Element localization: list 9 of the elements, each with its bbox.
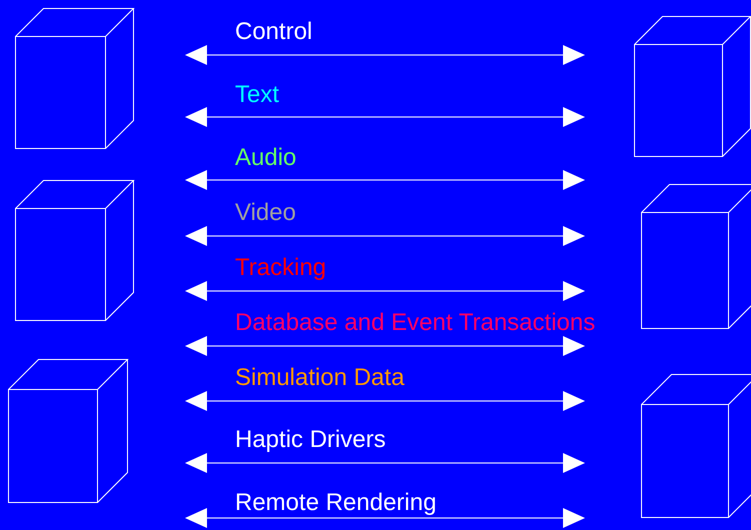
channel-label: Video: [235, 200, 296, 226]
channel-label: Haptic Drivers: [235, 427, 386, 453]
channel-label: Remote Rendering: [235, 490, 436, 516]
channel-label: Database and Event Transactions: [235, 310, 596, 336]
channel-label: Tracking: [235, 255, 326, 281]
channel-label: Control: [235, 19, 312, 45]
channel-label: Simulation Data: [235, 365, 404, 391]
channel-label: Audio: [235, 145, 296, 171]
channel-label: Text: [235, 82, 280, 108]
